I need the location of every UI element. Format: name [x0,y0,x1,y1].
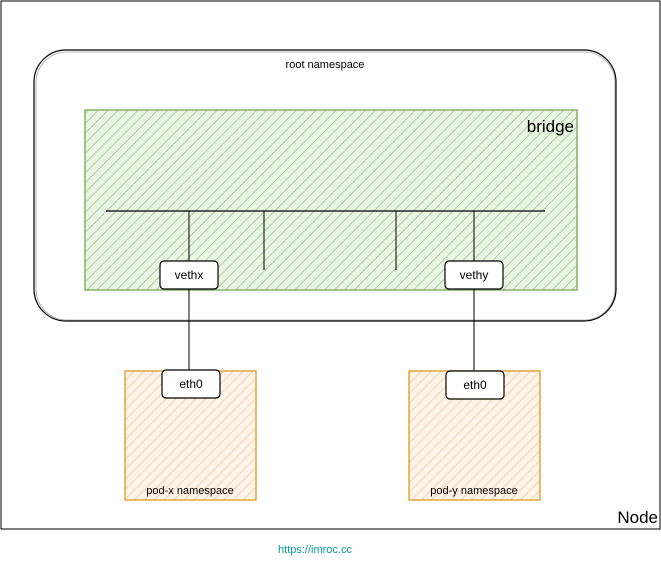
vethx-interface: vethx [159,260,219,290]
pod-y-namespace: pod-y namespace eth0 [408,370,541,501]
pod-x-namespace: pod-x namespace eth0 [124,369,257,501]
pod-y-eth0: eth0 [445,370,505,400]
vethy-label: vethy [460,268,489,282]
pod-x-label: pod-x namespace [146,485,233,497]
bridge: bridge [84,109,578,291]
bridge-label: bridge [527,117,574,136]
pod-y-eth0-label: eth0 [463,378,487,392]
root-namespace-label: root namespace [286,59,365,71]
vethy-interface: vethy [444,260,504,290]
vethx-label: vethx [175,268,204,282]
pod-x-eth0-label: eth0 [179,377,203,391]
footer-link[interactable]: https://imroc.cc [278,544,352,556]
node-label: Node [617,508,658,527]
pod-x-eth0: eth0 [161,369,221,399]
pod-y-label: pod-y namespace [430,485,517,497]
